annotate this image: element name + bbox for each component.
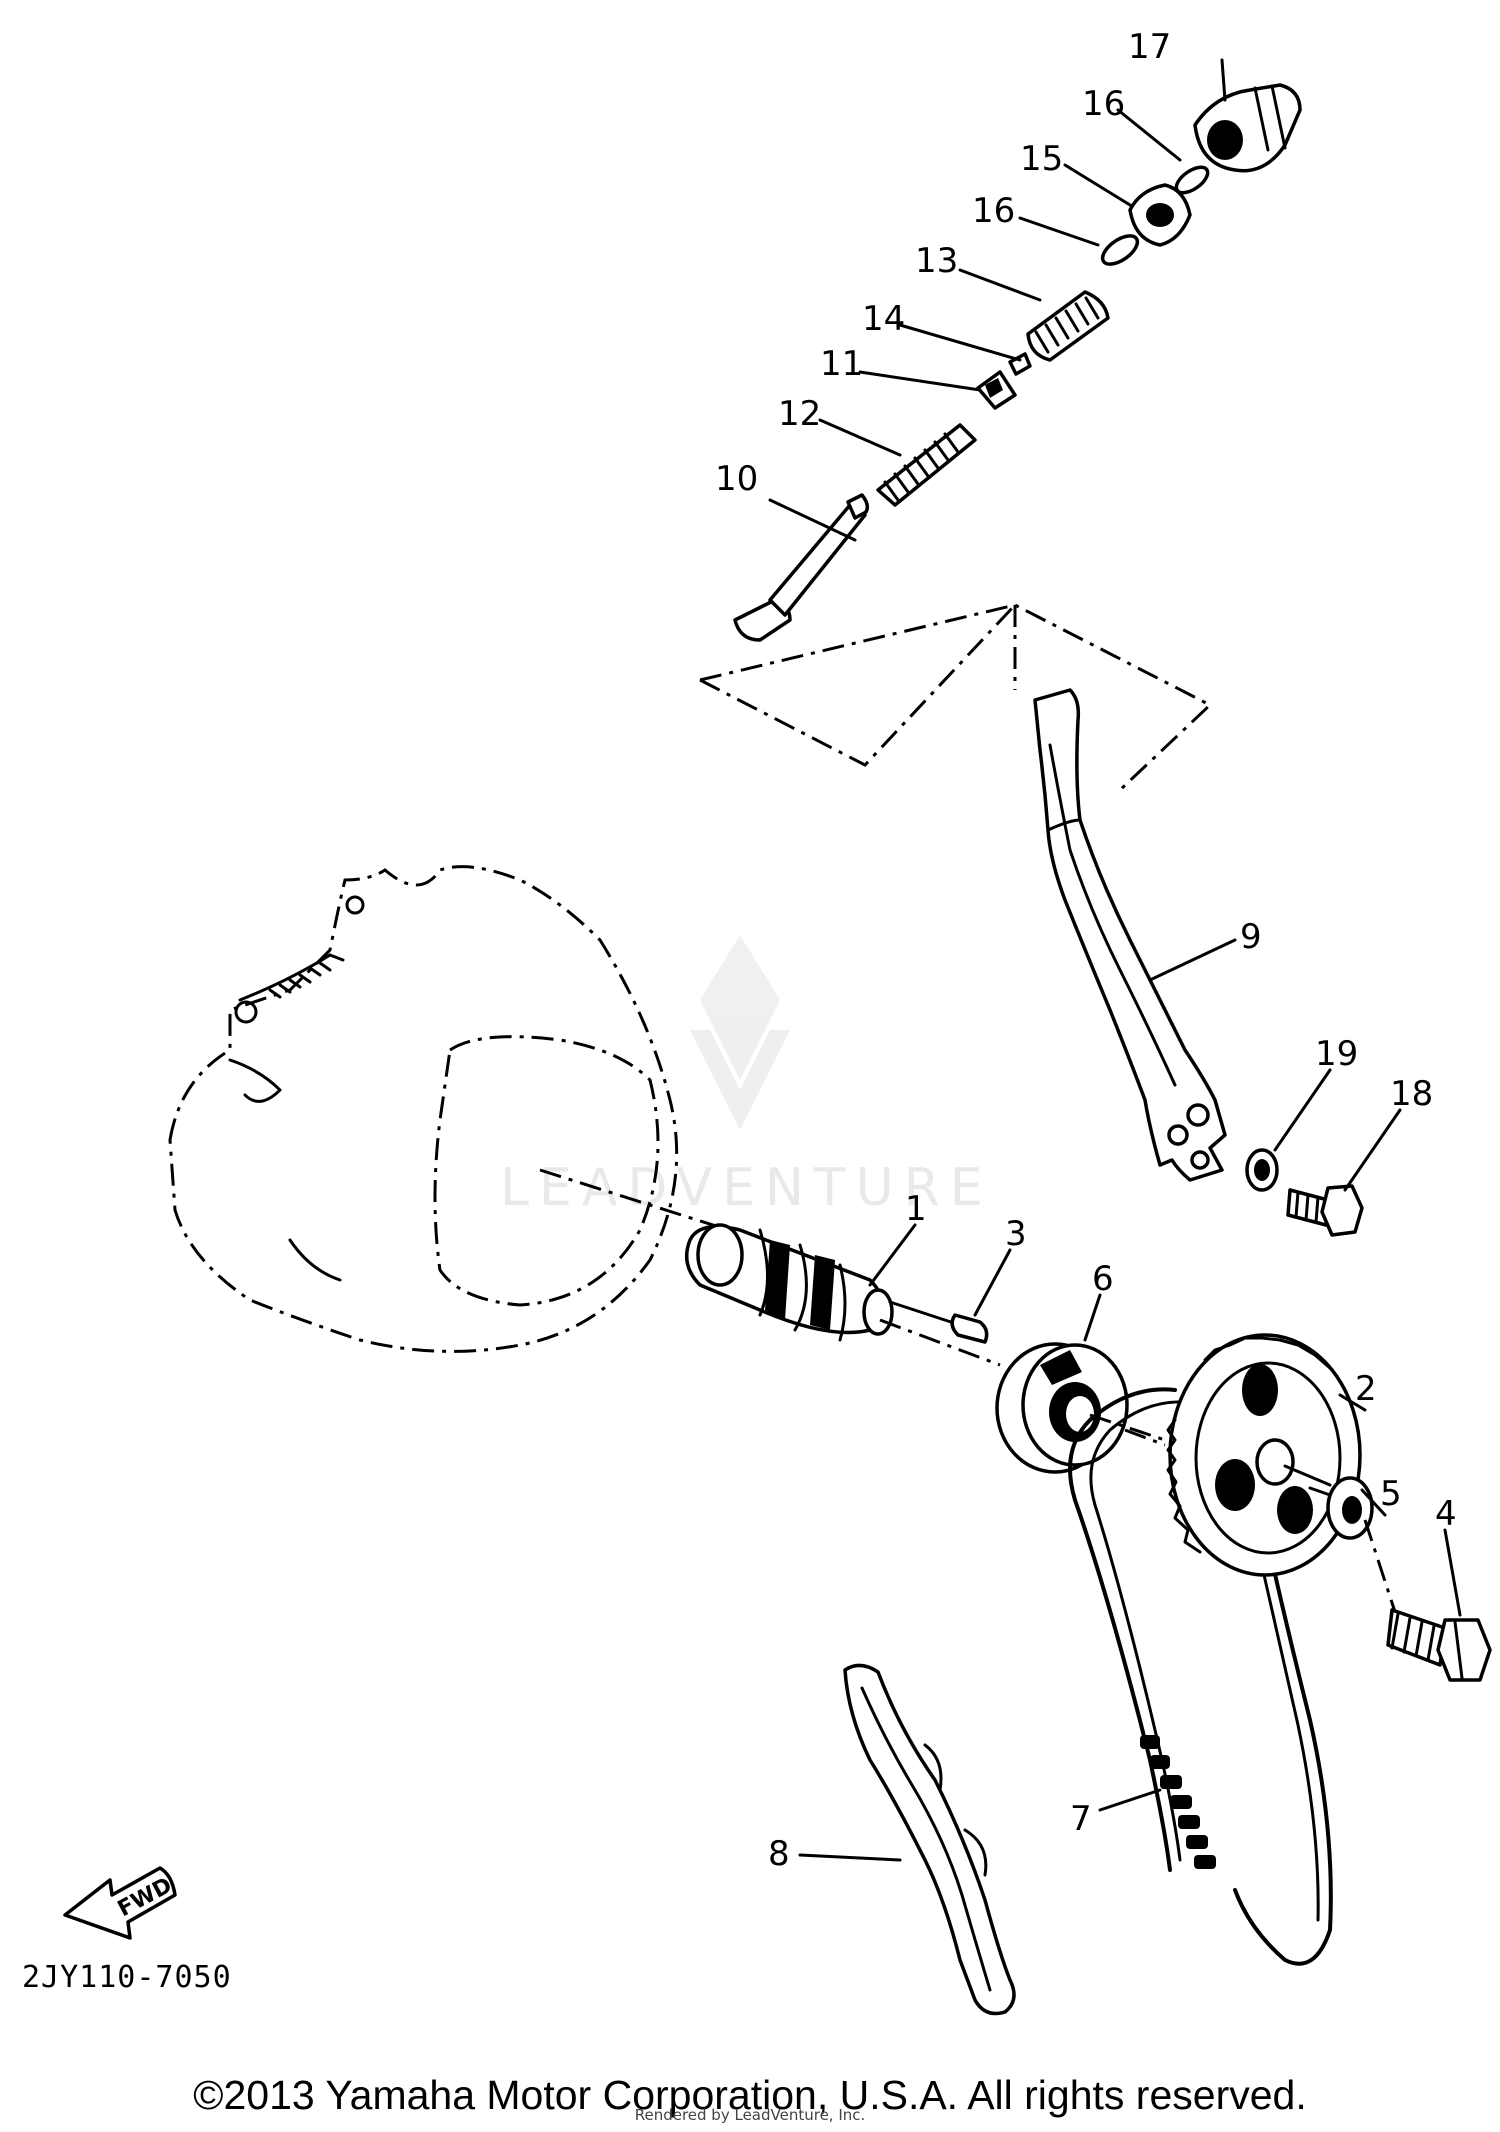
tensioner-o-ring-lower	[1100, 234, 1140, 266]
cam-chain	[1068, 1387, 1333, 1966]
callout-4: 4	[1435, 1494, 1457, 1534]
washer	[1308, 1476, 1374, 1540]
tensioner-o-ring-upper	[1174, 165, 1210, 195]
callout-11: 11	[820, 344, 863, 384]
cam-sprocket	[1166, 1333, 1362, 1577]
callout-7: 7	[1070, 1799, 1092, 1839]
callout-2: 2	[1355, 1369, 1377, 1409]
tensioner-rod	[733, 493, 870, 642]
dowel-pin	[950, 1313, 989, 1344]
watermark-logo: LEADVENTURE	[500, 935, 993, 1218]
tensioner-guide	[1033, 688, 1227, 1182]
rendered-by-notice: Rendered by LeadVenture, Inc.	[634, 2106, 866, 2124]
tensioner-gasket	[1128, 183, 1192, 247]
fwd-arrow-icon: FWD	[63, 1866, 177, 1940]
callout-9: 9	[1240, 917, 1262, 957]
callout-12: 12	[778, 394, 821, 434]
tensioner-cap-nut	[976, 370, 1017, 410]
tensioner-body	[1193, 83, 1302, 173]
pivot-washer	[1245, 1148, 1279, 1192]
callout-10: 10	[715, 459, 758, 499]
tensioner-bracket-line	[699, 603, 1213, 792]
chain-guide	[843, 1663, 1016, 2016]
callout-16b: 16	[972, 191, 1015, 231]
callout-16a: 16	[1082, 84, 1125, 124]
pivot-bolt	[1286, 1184, 1364, 1237]
callout-19: 19	[1315, 1034, 1358, 1074]
callout-1: 1	[905, 1189, 927, 1229]
copyright-notice: ©2013 Yamaha Motor Corporation, U.S.A. A…	[193, 2072, 1307, 2118]
callout-14: 14	[862, 299, 905, 339]
tensioner-spring-large	[1026, 290, 1110, 362]
watermark-text: LEADVENTURE	[500, 1158, 993, 1218]
leader-lines	[768, 58, 1462, 1862]
callout-18: 18	[1390, 1074, 1433, 1114]
part-code: 2JY110-7050	[22, 1960, 232, 1995]
callout-3: 3	[1005, 1214, 1027, 1254]
callout-15: 15	[1020, 139, 1063, 179]
tensioner-ball	[1008, 352, 1032, 376]
callout-17: 17	[1128, 27, 1171, 67]
sprocket-bolt	[1363, 1519, 1492, 1682]
chain-links	[1140, 1735, 1216, 1869]
callout-13: 13	[915, 241, 958, 281]
camshaft	[684, 1223, 962, 1342]
callout-labels: 17 16 15 16 13 14 11 12 10 9 19 18 1 3 6…	[715, 27, 1457, 1874]
callout-8: 8	[768, 1834, 790, 1874]
callout-6: 6	[1092, 1259, 1114, 1299]
tensioner-spring-small	[876, 423, 977, 507]
cylinder-head	[168, 865, 761, 1353]
callout-5: 5	[1380, 1474, 1402, 1514]
